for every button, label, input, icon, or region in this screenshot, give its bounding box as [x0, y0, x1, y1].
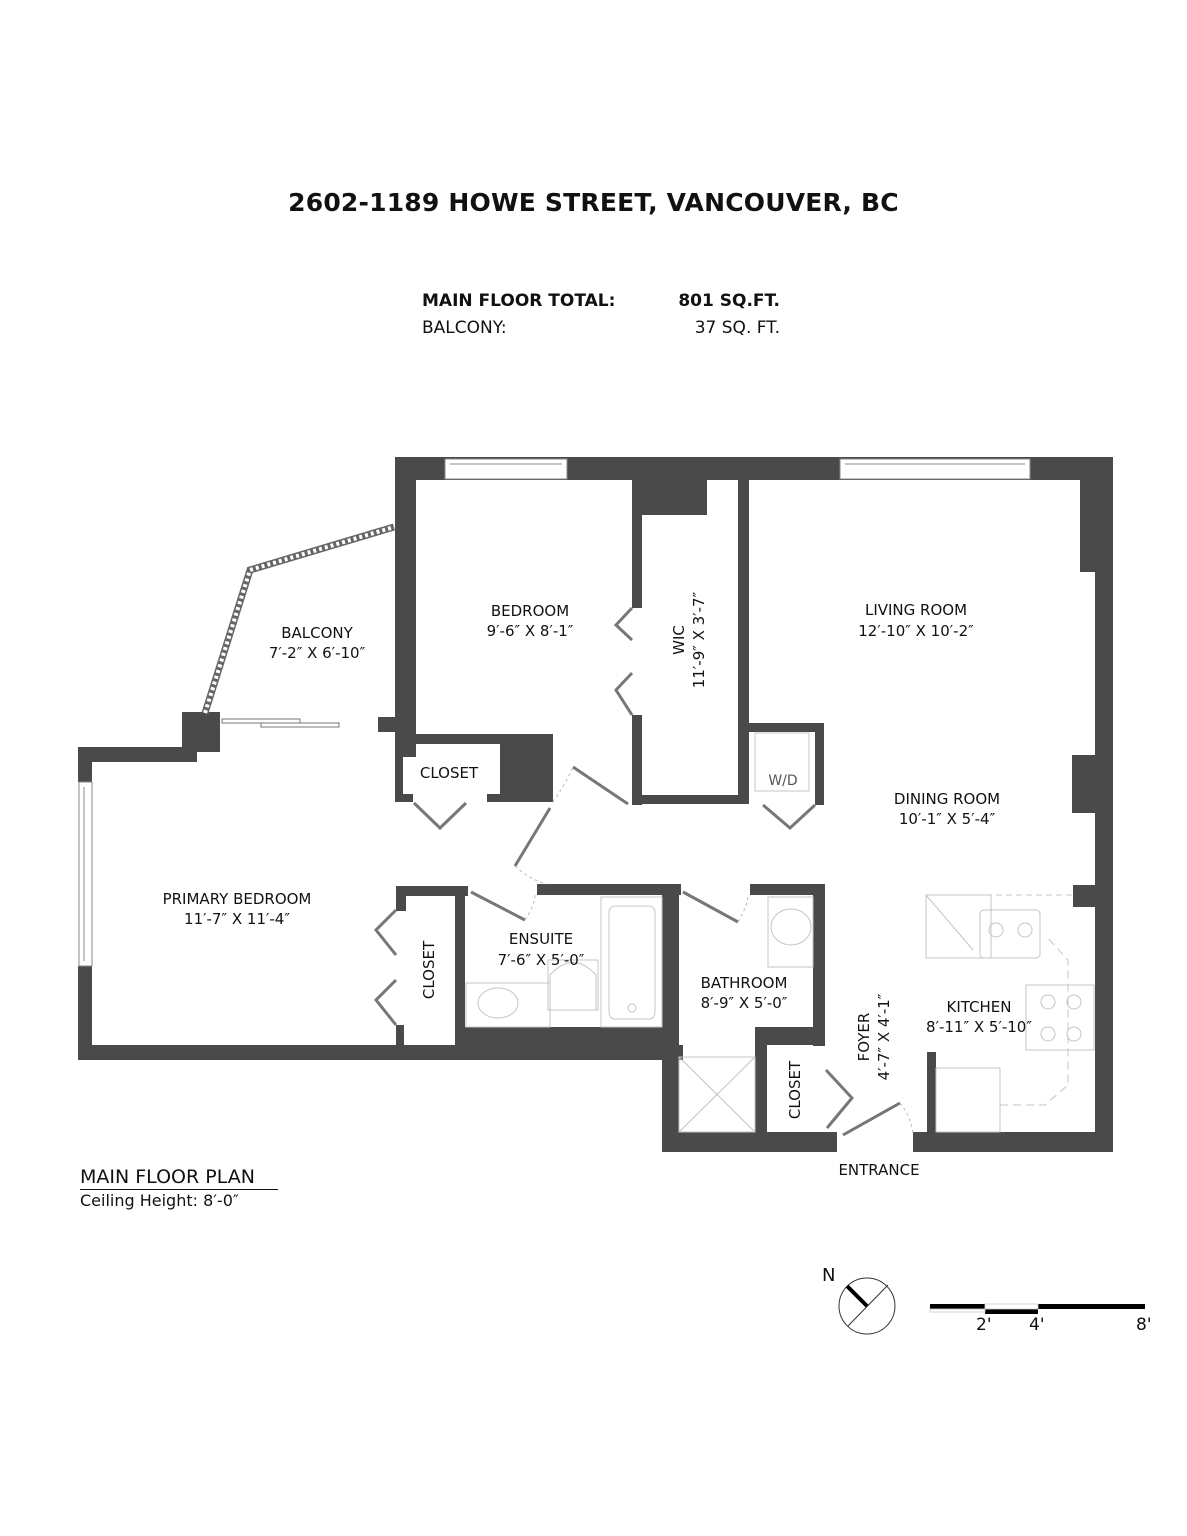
scale-tick-4: 4' — [1029, 1315, 1045, 1335]
label-entrance: ENTRANCE — [838, 1161, 919, 1179]
doors — [373, 606, 901, 1137]
area-summary: MAIN FLOOR TOTAL: 801 SQ.FT. BALCONY: 37… — [422, 287, 780, 341]
room-size: 11′-7″ X 11′-4″ — [184, 910, 290, 928]
area-row-balcony: BALCONY: 37 SQ. FT. — [422, 314, 780, 341]
label-closet-primary: CLOSET — [420, 940, 438, 999]
plan-caption: MAIN FLOOR PLAN Ceiling Height: 8′-0″ — [80, 1166, 278, 1210]
room-name: BATHROOM — [701, 974, 788, 992]
area-row-main-floor: MAIN FLOOR TOTAL: 801 SQ.FT. — [422, 287, 780, 314]
room-name: FOYER — [855, 1013, 873, 1062]
balcony-sliding-door[interactable] — [221, 718, 340, 728]
scale-tick-2: 2' — [976, 1315, 992, 1335]
room-label-bathroom: BATHROOM 8′-9″ X 5′-0″ — [701, 974, 788, 1012]
room-size: 12′-10″ X 10′-2″ — [858, 622, 974, 640]
scale-tick-8: 8' — [1136, 1315, 1152, 1335]
north-label: N — [822, 1265, 835, 1286]
room-size: 9′-6″ X 8′-1″ — [487, 622, 574, 640]
scale-bar: 2' 4' 8' — [929, 1303, 1152, 1335]
property-address: 2602-1189 HOWE STREET, VANCOUVER, BC — [288, 188, 899, 217]
area-value: 801 SQ.FT. — [678, 290, 780, 311]
room-name: BEDROOM — [491, 602, 569, 620]
room-label-kitchen: KITCHEN 8′-11″ X 5′-10″ — [926, 998, 1032, 1036]
room-label-bedroom: BEDROOM 9′-6″ X 8′-1″ — [487, 602, 574, 640]
room-name: KITCHEN — [947, 998, 1012, 1016]
area-label: MAIN FLOOR TOTAL: — [422, 290, 616, 311]
balcony-railing — [201, 523, 396, 715]
label-closet-bedroom: CLOSET — [420, 764, 479, 782]
area-value: 37 SQ. FT. — [694, 317, 780, 338]
room-label-dining-room: DINING ROOM 10′-1″ X 5′-4″ — [894, 790, 1000, 828]
room-name: PRIMARY BEDROOM — [163, 890, 312, 908]
room-name: LIVING ROOM — [865, 601, 967, 619]
north-compass: N — [822, 1265, 896, 1335]
room-label-foyer: FOYER 4′-7″ X 4′-1″ — [855, 993, 893, 1080]
room-size: 4′-7″ X 4′-1″ — [875, 993, 893, 1080]
room-size: 10′-1″ X 5′-4″ — [899, 810, 996, 828]
fixtures — [465, 732, 1095, 1133]
door-swing-arcs — [514, 766, 914, 1136]
room-label-wic: WIC 11′-9″ X 3′-7″ — [670, 591, 708, 688]
room-size: 11′-9″ X 3′-7″ — [690, 591, 708, 688]
label-washer-dryer: W/D — [768, 773, 797, 789]
room-label-living-room: LIVING ROOM 12′-10″ X 10′-2″ — [858, 601, 974, 640]
windows — [78, 458, 1031, 967]
room-name: ENSUITE — [509, 930, 573, 948]
room-size: 8′-9″ X 5′-0″ — [701, 994, 788, 1012]
room-label-ensuite: ENSUITE 7′-6″ X 5′-0″ — [498, 930, 585, 969]
room-size: 7′-2″ X 6′-10″ — [269, 644, 366, 662]
room-label-primary-bedroom: PRIMARY BEDROOM 11′-7″ X 11′-4″ — [163, 890, 312, 928]
room-name: DINING ROOM — [894, 790, 1000, 808]
room-name: BALCONY — [281, 624, 353, 642]
room-size: 8′-11″ X 5′-10″ — [926, 1018, 1032, 1036]
area-label: BALCONY: — [422, 317, 507, 338]
ceiling-height: Ceiling Height: 8′-0″ — [80, 1191, 239, 1210]
room-label-balcony: BALCONY 7′-2″ X 6′-10″ — [269, 624, 366, 662]
label-closet-foyer: CLOSET — [786, 1060, 804, 1119]
plan-title: MAIN FLOOR PLAN — [80, 1166, 278, 1190]
room-size: 7′-6″ X 5′-0″ — [498, 951, 585, 969]
room-name: WIC — [670, 625, 688, 655]
